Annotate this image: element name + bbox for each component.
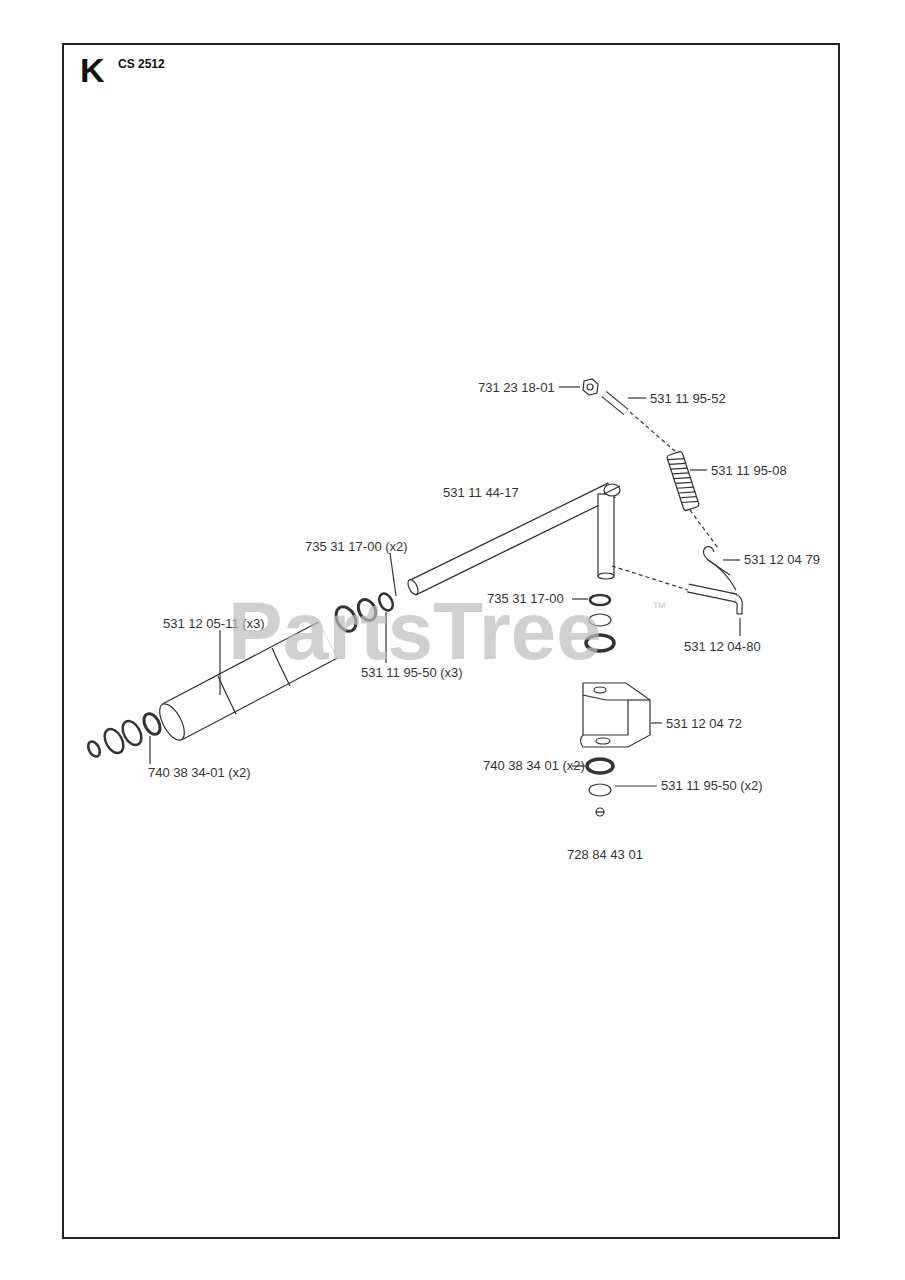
watermark-mark: ™ [652,600,666,614]
part-number: 740 38 34-01 (x2) [148,766,251,779]
part-number: 735 31 17-00 (x2) [305,540,408,553]
part-number: 740 38 34 01 (x2) [483,759,585,772]
part-number: 531 12 04 79 [744,553,820,566]
part-number: 728 84 43 01 [567,848,643,861]
part-number: 531 11 44-17 [443,486,519,499]
part-number: 531 12 04 72 [666,717,742,730]
exploded-view [86,379,742,816]
part-number: 531 11 95-52 [650,392,726,405]
part-number: 531 11 95-50 (x2) [661,779,763,792]
section-letter: K [80,53,105,87]
part-number: 731 23 18-01 [478,381,555,394]
part-number: 531 12 04-80 [684,640,761,653]
page-frame [63,44,839,1238]
part-number: 531 11 95-08 [711,464,787,477]
model-number: CS 2512 [118,58,165,70]
watermark: PartsTree [228,590,602,672]
